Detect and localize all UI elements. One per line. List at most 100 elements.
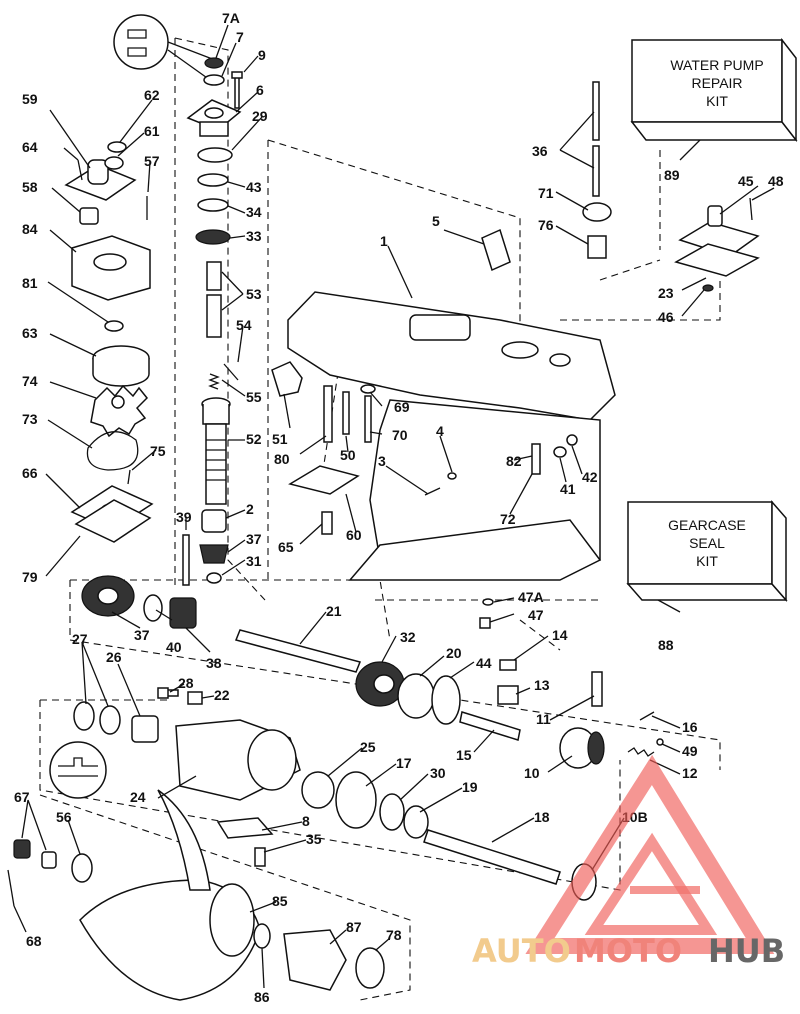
spacer-86 <box>253 923 271 949</box>
label-6: 6 <box>256 82 264 98</box>
label-61: 61 <box>144 123 160 139</box>
screw-65 <box>321 511 333 535</box>
label-2: 2 <box>246 501 254 517</box>
label-31: 31 <box>246 553 262 569</box>
label-12: 12 <box>682 765 698 781</box>
label-18: 18 <box>534 809 550 825</box>
o-ring-29 <box>197 147 233 163</box>
screw-35 <box>254 847 266 867</box>
label-67: 67 <box>14 789 30 805</box>
label-32: 32 <box>400 629 416 645</box>
label-24: 24 <box>130 789 146 805</box>
label-52: 52 <box>246 431 262 447</box>
label-14: 14 <box>552 627 568 643</box>
label-28: 28 <box>178 675 194 691</box>
spring-12 <box>627 747 655 757</box>
label-88: 88 <box>658 637 674 653</box>
seal-61 <box>104 156 124 170</box>
bushing-71 <box>582 202 612 222</box>
thrust-washer-20 <box>397 673 435 719</box>
label-7A: 7A <box>222 10 240 26</box>
label-51: 51 <box>272 431 288 447</box>
label-60: 60 <box>346 527 362 543</box>
label-62: 62 <box>144 87 160 103</box>
label-71: 71 <box>538 185 554 201</box>
label-22: 22 <box>214 687 230 703</box>
label-82: 82 <box>506 453 522 469</box>
cradle-13 <box>497 685 519 705</box>
label-63: 63 <box>22 325 38 341</box>
magnified-seal-inset-2 <box>49 741 107 799</box>
pump-housing-59 <box>64 159 137 201</box>
propshaft-21 <box>234 629 362 673</box>
screw-48 <box>749 197 753 221</box>
label-74: 74 <box>22 373 38 389</box>
label-68: 68 <box>26 933 42 949</box>
label-54: 54 <box>236 317 252 333</box>
label-73: 73 <box>22 411 38 427</box>
label-66: 66 <box>22 465 38 481</box>
nut-31 <box>206 572 222 584</box>
seal-7 <box>203 74 225 86</box>
label-70: 70 <box>392 427 408 443</box>
label-85: 85 <box>272 893 288 909</box>
pin-54 <box>223 363 239 381</box>
label-35: 35 <box>306 831 322 847</box>
gearcase-kit-line-1: GEARCASE <box>668 517 746 533</box>
water-pump-kit-line-1: WATER PUMP <box>670 57 763 73</box>
label-59: 59 <box>22 91 38 107</box>
thrust-washer-34 <box>197 198 229 212</box>
label-39: 39 <box>176 509 192 525</box>
trim-tab-60 <box>288 465 360 495</box>
bearing-53 <box>206 261 222 338</box>
label-47A: 47A <box>518 589 544 605</box>
impeller-housing-84 <box>71 235 151 301</box>
label-72: 72 <box>500 511 516 527</box>
spring-55 <box>208 373 220 390</box>
label-33: 33 <box>246 228 262 244</box>
screw-70 <box>364 395 372 443</box>
water-pump-kit-line-3: KIT <box>706 93 728 109</box>
label-43: 43 <box>246 179 262 195</box>
bearing-carrier-24 <box>175 719 301 801</box>
ball-49 <box>656 738 664 746</box>
label-64: 64 <box>22 139 38 155</box>
washer-42 <box>566 434 578 446</box>
watermark-moto: MOTO <box>574 932 682 970</box>
pin-39 <box>182 534 190 586</box>
o-ring-46 <box>702 284 714 292</box>
propeller-85 <box>79 789 261 1001</box>
shift-shaft-15 <box>459 711 521 741</box>
screw-50 <box>342 391 350 435</box>
label-47: 47 <box>528 607 544 623</box>
label-78: 78 <box>386 927 402 943</box>
bearing-40 <box>143 594 163 622</box>
leader-lines <box>13 24 775 989</box>
label-58: 58 <box>22 179 38 195</box>
label-44: 44 <box>476 655 492 671</box>
roller-bearing-25 <box>301 771 335 809</box>
cotter-pin-68 <box>7 869 15 907</box>
screw-47 <box>479 617 491 629</box>
label-57: 57 <box>144 153 160 169</box>
clutch-10 <box>559 727 605 769</box>
bearing-27 <box>73 701 121 735</box>
propeller-nut-67 <box>13 839 31 859</box>
grommet-51 <box>271 361 303 397</box>
label-25: 25 <box>360 739 376 755</box>
label-80: 80 <box>274 451 290 467</box>
label-13: 13 <box>534 677 550 693</box>
bolt-69 <box>360 384 376 394</box>
label-11: 11 <box>536 711 551 727</box>
label-89: 89 <box>664 167 680 183</box>
label-30: 30 <box>430 765 446 781</box>
label-16: 16 <box>682 719 698 735</box>
washer-30 <box>379 793 405 831</box>
impeller-cup-63 <box>92 345 150 387</box>
shift-lever-11 <box>591 671 603 707</box>
label-37b: 37 <box>134 627 150 643</box>
thrust-hub-87 <box>283 929 347 991</box>
automotohub-watermark: AUTO MOTO HUB <box>472 754 785 970</box>
label-36: 36 <box>532 143 548 159</box>
